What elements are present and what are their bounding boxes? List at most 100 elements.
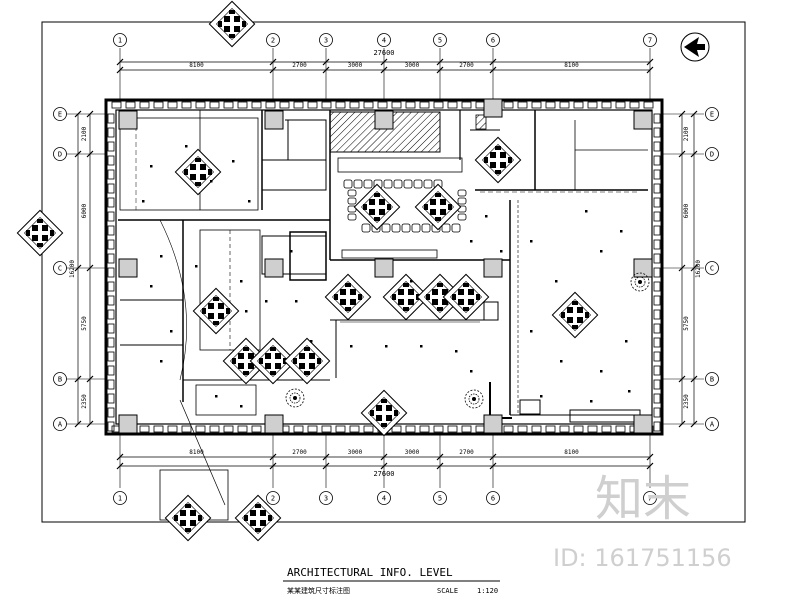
svg-text:4: 4 [382, 37, 386, 45]
grid-bubble-C: C [53, 261, 67, 275]
wall-panel [279, 101, 290, 109]
wall-panel [107, 309, 115, 320]
wall-panel [111, 101, 122, 109]
dim-tick [678, 110, 686, 118]
dim-tick [380, 66, 388, 74]
dim-tick [269, 453, 277, 461]
structural-columns [118, 98, 653, 434]
structural-column [118, 110, 138, 130]
grid-bubble-C: C [705, 261, 719, 275]
svg-text:C: C [710, 265, 714, 273]
wall-panel [653, 183, 661, 194]
table-set-icon [283, 337, 331, 385]
detail-mark [248, 200, 251, 203]
wall-panel [181, 101, 192, 109]
dim-left-segment: 5750 [81, 316, 88, 331]
wall-panel [405, 101, 416, 109]
grid-bubble-2: 2 [266, 33, 280, 47]
dim-tick [489, 66, 497, 74]
booth-seat [413, 179, 423, 189]
booth-seat [361, 223, 371, 233]
dim-tick [86, 420, 94, 428]
wall-panel [335, 101, 346, 109]
wall-panel [223, 425, 234, 433]
dim-tick [690, 375, 698, 383]
svg-text:2: 2 [271, 37, 275, 45]
dim-tick [690, 420, 698, 428]
grid-bubble-B: B [705, 372, 719, 386]
dim-tick [74, 375, 82, 383]
dim-tick [436, 462, 444, 470]
grid-bubble-4: 4 [377, 33, 391, 47]
wall-panel [517, 101, 528, 109]
booth-seat [393, 179, 403, 189]
svg-text:D: D [58, 151, 62, 159]
table-set-icon [324, 273, 372, 321]
svg-text:B: B [58, 376, 62, 384]
detail-mark [170, 330, 173, 333]
dim-tick [436, 453, 444, 461]
dim-top-segment: 8100 [564, 62, 579, 69]
structural-column [374, 258, 394, 278]
wall-panel [601, 101, 612, 109]
booth-seat [347, 189, 357, 197]
wall-panel [209, 425, 220, 433]
wall-panel [321, 425, 332, 433]
wall-panel [461, 425, 472, 433]
detail-mark [295, 300, 298, 303]
wall-panel [653, 155, 661, 166]
wall-panel [107, 393, 115, 404]
wall-panel [653, 225, 661, 236]
wall-panel [107, 351, 115, 362]
dim-tick [690, 150, 698, 158]
detail-mark [628, 390, 631, 393]
booth-seat [383, 179, 393, 189]
wall-panel [107, 407, 115, 418]
detail-mark [485, 215, 488, 218]
wall-panel [107, 225, 115, 236]
wall-panel [107, 253, 115, 264]
detail-mark [215, 395, 218, 398]
dim-tick [646, 58, 654, 66]
detail-mark [455, 350, 458, 353]
wall-panel [125, 101, 136, 109]
grid-bubble-D: D [705, 147, 719, 161]
scale-value: 1:120 [477, 587, 498, 595]
structural-column [633, 110, 653, 130]
wall-panel [349, 101, 360, 109]
detail-mark [150, 285, 153, 288]
wall-panel [653, 295, 661, 306]
svg-text:5: 5 [438, 37, 442, 45]
table-set-icon [208, 0, 256, 48]
dim-left-segment: 6000 [81, 203, 88, 218]
dim-tick [116, 462, 124, 470]
wall-panel [419, 425, 430, 433]
booth-seat [347, 213, 357, 221]
booth-seat [457, 197, 467, 205]
booth-seat [451, 223, 461, 233]
wall-panel [293, 101, 304, 109]
detail-mark [530, 330, 533, 333]
dim-tick [74, 264, 82, 272]
dim-tick [86, 375, 94, 383]
structural-column [483, 414, 503, 434]
detail-mark [160, 360, 163, 363]
dim-tick [380, 58, 388, 66]
structural-column [374, 110, 394, 130]
svg-text:3: 3 [324, 37, 328, 45]
table-set-icon [16, 209, 64, 257]
watermark-brand: 知末 [595, 471, 691, 527]
detail-mark [240, 405, 243, 408]
table-set-icon [414, 183, 462, 231]
wall-panel [251, 101, 262, 109]
dim-tick [436, 66, 444, 74]
detail-mark [142, 200, 145, 203]
dim-tick [116, 58, 124, 66]
booth-seat [363, 179, 373, 189]
dim-bottom-segment: 2700 [459, 449, 474, 456]
detail-mark [350, 345, 353, 348]
dim-top-total: 27600 [373, 49, 394, 57]
dim-tick [646, 66, 654, 74]
booth-seat [403, 179, 413, 189]
detail-mark [232, 160, 235, 163]
